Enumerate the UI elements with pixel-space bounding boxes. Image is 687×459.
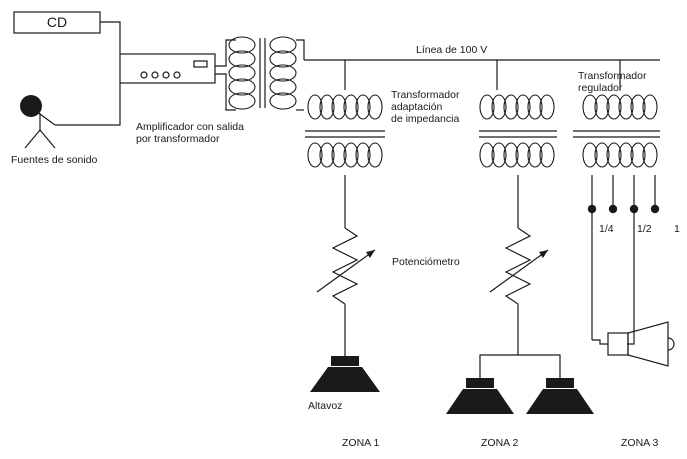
zone3-transformer-label-line2: regulador [578,82,623,94]
amplifier-label-line2: por transformador [136,133,220,145]
tap-label-quarter: 1/4 [599,223,614,235]
output-transformer [228,36,297,110]
zone3-horn-speaker-icon [607,321,675,367]
line-100v-label: Línea de 100 V [416,44,487,56]
zone3-label: ZONA 3 [621,437,659,449]
zone1-speaker-icon [310,356,380,392]
amp-out-wire-bottom [215,73,236,111]
output-transformer-secondary-coil [269,36,297,110]
zone2-potentiometer [489,227,549,305]
zone3-tap-wires [591,175,656,340]
zone2-transformer [479,94,557,168]
tap-label-full: 1 [674,223,680,235]
zone3-transformer [573,94,660,168]
zone3-ground-wire [592,339,608,345]
zone1-transformer-label-line3: de impedancia [391,113,459,125]
zone2-label: ZONA 2 [481,437,519,449]
transformer-to-line-wire [296,39,305,60]
zone1-potentiometer [316,227,376,305]
tap-label-half: 1/2 [637,223,652,235]
amplifier [119,53,216,84]
output-transformer-primary-coil [228,36,256,110]
zone1-transformer-label-line1: Transformador [391,89,460,101]
zone1-transformer [305,94,385,168]
zone2-speaker-left-icon [446,378,514,414]
zone2-speaker-split-wire [479,354,561,378]
zone3-tap-terminals [587,204,660,214]
amplifier-label-line1: Amplificador con salida [136,121,244,133]
cd-player: CD [13,11,101,34]
zone1-transformer-label-line2: adaptación [391,101,443,113]
cd-label: CD [47,14,67,30]
mic-to-amp-wire [55,82,121,126]
zone2-speaker-right-icon [526,378,594,414]
zone3-tap-half-wire [627,268,635,345]
potentiometer-label: Potenciómetro [392,256,460,268]
speaker-label: Altavoz [308,400,342,412]
sound-sources-label: Fuentes de sonido [11,154,98,166]
microphone-icon [20,95,56,149]
zone1-label: ZONA 1 [342,437,380,449]
cd-to-amp-wire [100,21,121,54]
zone3-transformer-label-line1: Transformador [578,70,647,82]
